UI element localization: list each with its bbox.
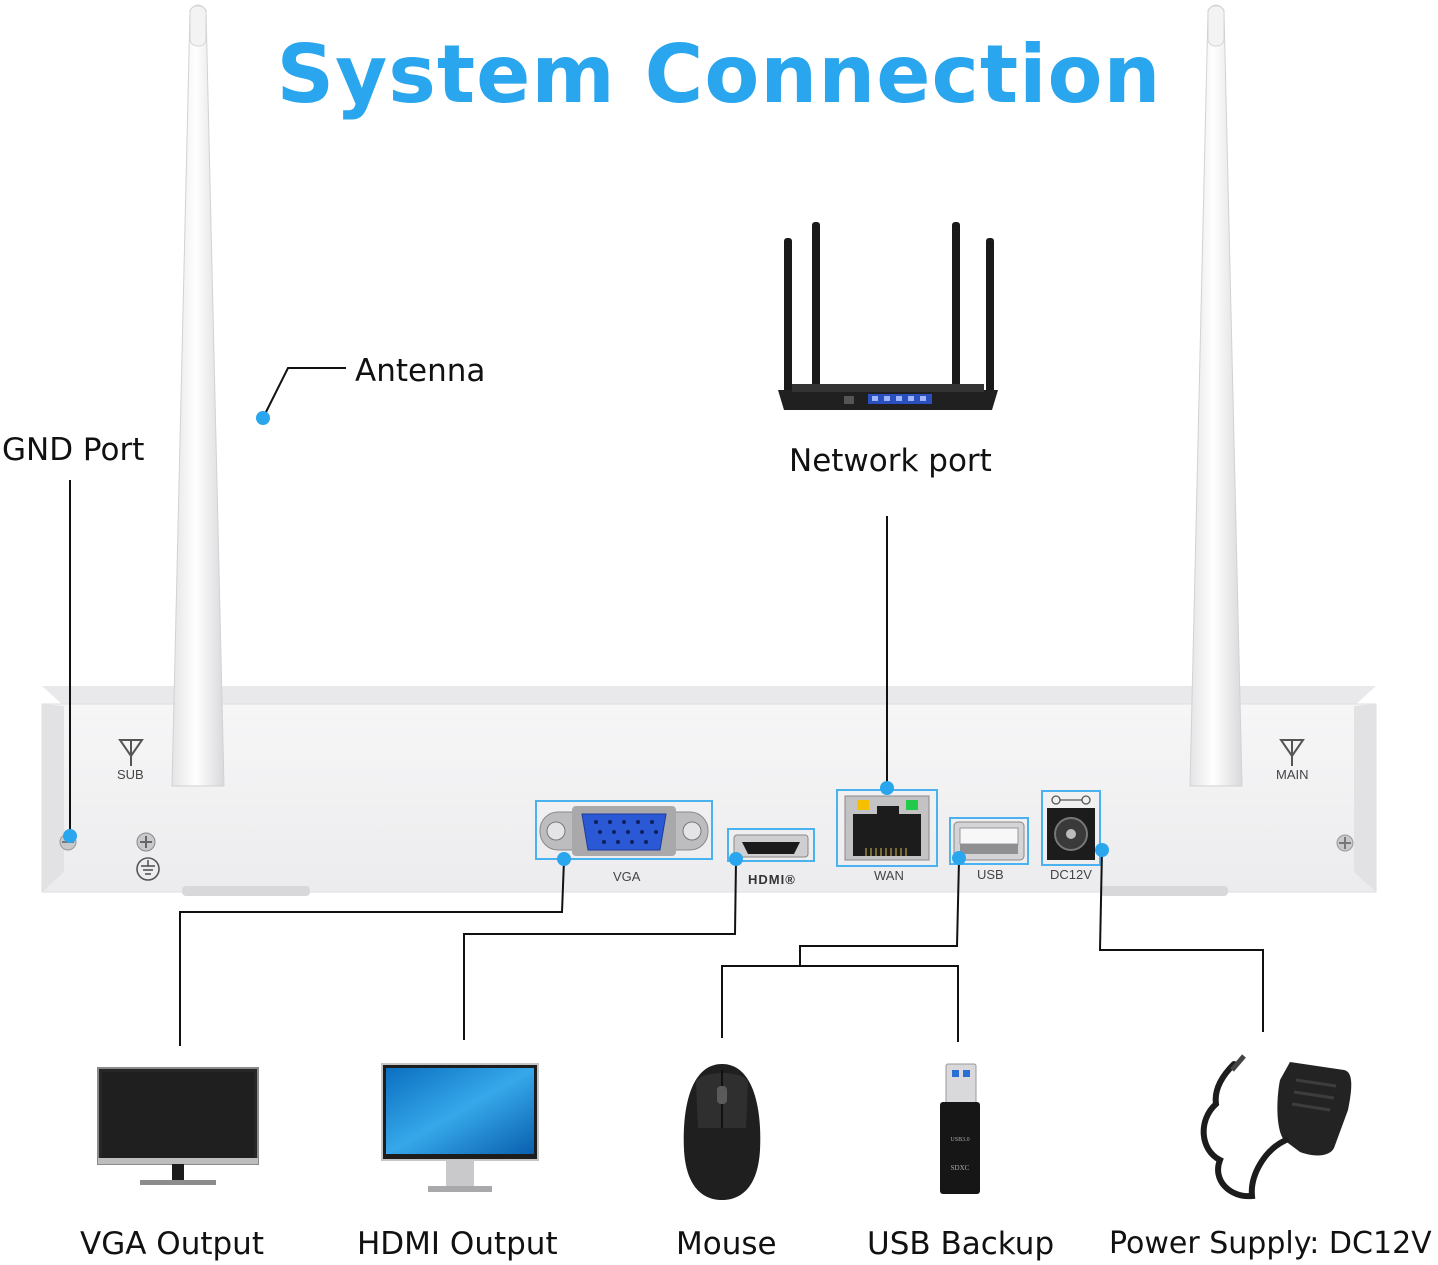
antenna-right: [1189, 4, 1243, 787]
main-antenna-label: MAIN: [1276, 767, 1309, 782]
gnd-port-label: GND Port: [2, 432, 145, 468]
svg-text:USB3.0: USB3.0: [950, 1137, 969, 1143]
power-supply-label: Power Supply: DC12V: [1109, 1226, 1432, 1261]
hdmi-output-label: HDMI Output: [357, 1226, 558, 1262]
sub-antenna-label: SUB: [117, 767, 144, 782]
antenna-label: Antenna: [355, 353, 486, 389]
svg-text:SDXC: SDXC: [951, 1164, 970, 1172]
usb-port[interactable]: [949, 817, 1029, 865]
connection-points: [63, 411, 1109, 866]
usb-drive-icon: USB3.0 SDXC: [940, 1063, 980, 1194]
power-adapter-icon: [1200, 1054, 1352, 1200]
usb-backup-label: USB Backup: [867, 1226, 1055, 1262]
hdmi-monitor-icon: [381, 1063, 539, 1192]
router-icon: [778, 222, 998, 410]
screw-right: [1336, 834, 1354, 852]
mouse-label: Mouse: [676, 1226, 777, 1262]
mouse-icon: [683, 1064, 761, 1200]
usb-port-label: USB: [977, 867, 1004, 882]
hdmi-port[interactable]: [727, 828, 815, 862]
antenna-symbol-sub: [118, 739, 144, 766]
vga-monitor-icon: [97, 1067, 259, 1185]
antenna-left: [171, 4, 225, 787]
vga-port[interactable]: [535, 800, 713, 860]
dc12v-port-label: DC12V: [1050, 867, 1092, 882]
wan-port[interactable]: [836, 789, 938, 867]
connector-lines: [69, 367, 1264, 1046]
vga-output-label: VGA Output: [80, 1226, 264, 1262]
network-port-label: Network port: [789, 443, 992, 479]
ground-symbol-icon: [136, 857, 160, 881]
nvr-rear-panel: [41, 686, 1377, 896]
vga-port-label: VGA: [613, 869, 641, 884]
dc12v-port[interactable]: [1041, 790, 1101, 866]
ground-terminal: [136, 832, 156, 852]
hdmi-port-label: HDMI®: [748, 872, 796, 887]
wan-port-label: WAN: [874, 868, 904, 883]
antenna-symbol-main: [1279, 739, 1305, 766]
page-title: System Connection: [276, 28, 1162, 121]
